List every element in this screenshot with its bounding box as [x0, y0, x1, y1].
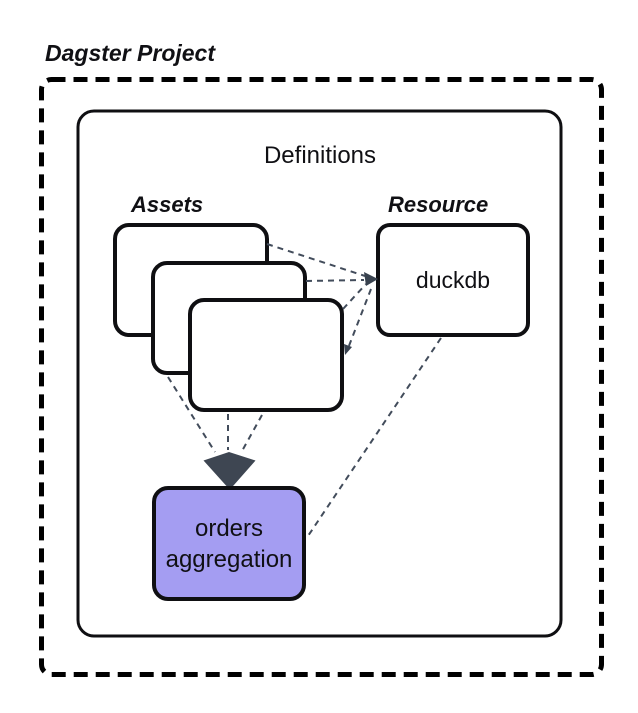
definitions-label: Definitions: [264, 142, 376, 169]
assets-label: Assets: [130, 192, 203, 217]
duckdb-resource-box: [376, 223, 530, 337]
connector-duckdb-orders-line: [307, 337, 442, 537]
duckdb-label: duckdb: [416, 267, 490, 293]
project-boundary-box: [39, 77, 604, 677]
connector-asset2-orders-line: [167, 376, 216, 453]
connector-asset-right-orders-line: [241, 414, 263, 452]
orders-aggregation-label-line1: orders: [195, 515, 263, 542]
connector-asset2-duckdb-line: [305, 279, 365, 282]
diagram-title: Dagster Project: [45, 40, 216, 66]
merge-arrowhead-icon: [203, 452, 256, 488]
connector-duckdb-asset3-line: [346, 288, 372, 352]
orders-aggregation-box: [152, 486, 306, 601]
asset-card-3: [188, 298, 344, 412]
orders-aggregation-label-line2: aggregation: [166, 546, 293, 573]
asset3-arrowhead-icon: [344, 344, 352, 355]
duckdb-arrowhead-icon: [364, 272, 378, 286]
connector-asset3-duckdb-line: [342, 283, 367, 310]
resource-label: Resource: [388, 192, 488, 217]
